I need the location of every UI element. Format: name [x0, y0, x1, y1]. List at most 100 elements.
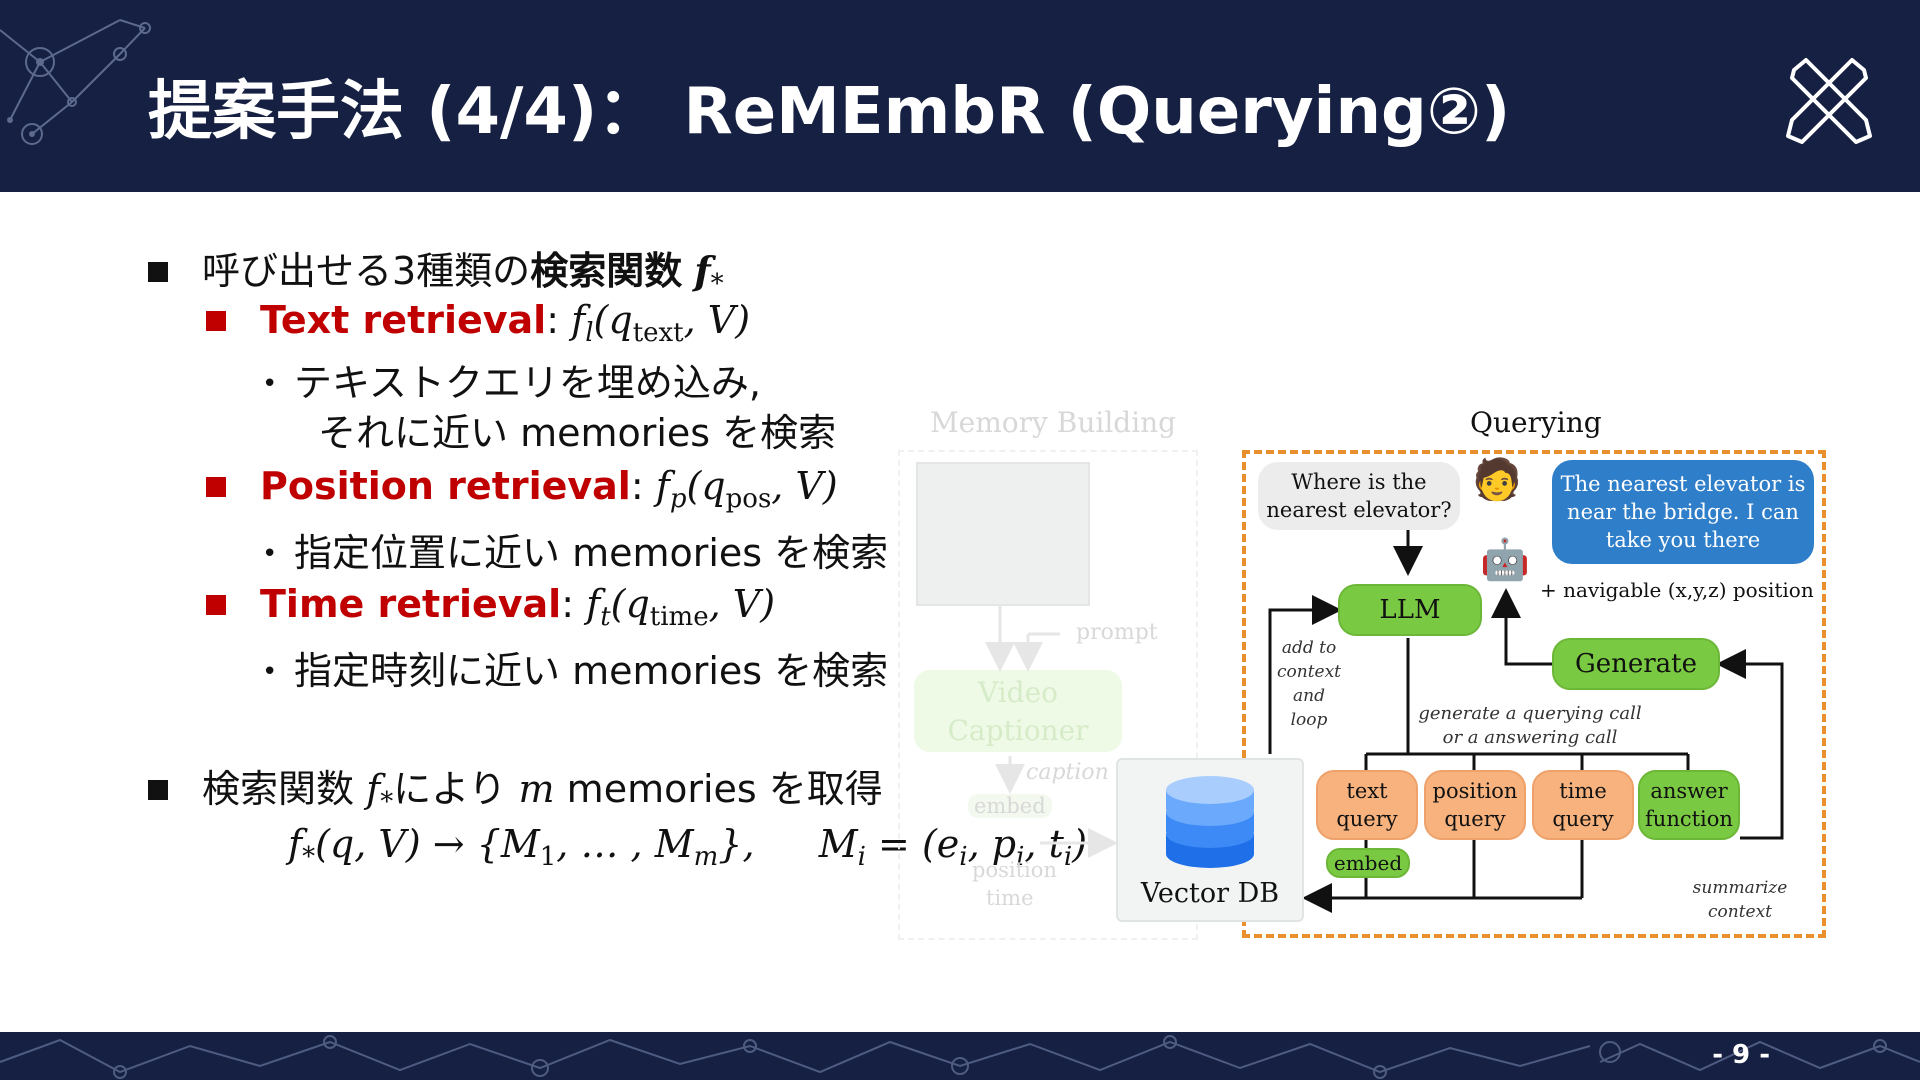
eq-sub: i: [959, 842, 968, 872]
arg-sub: text: [632, 318, 684, 348]
generate-call-label: generate a querying call or a answering …: [1400, 702, 1660, 750]
formula-f: f: [571, 298, 586, 342]
robot-emoji-icon: 🤖: [1480, 537, 1530, 583]
arg-rest: , V): [708, 582, 776, 626]
time-retrieval-item: Time retrieval: ft(qtime, V): [206, 582, 775, 632]
eq-e: = (e: [865, 822, 960, 866]
caption-label: caption: [1026, 760, 1109, 785]
math-sub: *: [380, 787, 394, 817]
network-decoration-icon: [0, 19, 151, 145]
time-ghost-label: time: [986, 886, 1034, 910]
eq-sub: *: [302, 842, 316, 872]
node-line: position: [1432, 779, 1518, 803]
detail-line: 指定時刻に近い memories を検索: [294, 649, 889, 693]
colon: :: [630, 464, 644, 508]
detail-line: 指定位置に近い memories を検索: [294, 531, 889, 575]
retrieval-label: Time retrieval: [260, 582, 562, 626]
summarize-line: context: [1707, 902, 1772, 922]
eq-sub: i: [857, 842, 866, 872]
eq-close: },: [718, 822, 755, 866]
retrieval-label: Text retrieval: [260, 298, 547, 342]
text-retrieval-detail-2: それに近い memories を検索: [318, 402, 836, 457]
person-emoji-icon: 🧑: [1472, 457, 1522, 503]
position-retrieval-detail: • 指定位置に近い memories を検索: [262, 522, 888, 577]
memory-building-title: Memory Building: [930, 406, 1177, 439]
bullet-text-post: memories を取得: [566, 767, 883, 811]
formula-f: f: [586, 582, 601, 626]
bullet-text-mid: により: [393, 767, 507, 811]
node-line: text: [1346, 779, 1388, 803]
video-captioner-box: [914, 670, 1122, 752]
formula-args: (q: [686, 464, 726, 508]
answer-bubble: The nearest elevator is near the bridge. …: [1552, 460, 1814, 564]
math-m: m: [518, 767, 555, 811]
bullet-bold-text: 検索関数: [530, 249, 683, 293]
time-retrieval-detail: •指定時刻に近い memories を検索: [262, 640, 888, 695]
database-icon: [1166, 776, 1254, 868]
text-retrieval-detail: •テキストクエリを埋め込み,: [262, 352, 761, 407]
generate-call-line-2: or a answering call: [1442, 727, 1618, 748]
position-retrieval-item: Position retrieval: fp(qpos, V): [206, 464, 838, 514]
eq-p: , p: [967, 822, 1017, 866]
prompt-label: prompt: [1076, 620, 1158, 645]
square-bullet-icon: [148, 262, 168, 282]
math-f: f: [694, 248, 711, 293]
colon: :: [561, 582, 575, 626]
bullet-text: 呼び出せる3種類の: [202, 249, 531, 293]
add-line: context: [1276, 662, 1341, 682]
answer-line-3: take you there: [1605, 528, 1761, 552]
vector-db-label: Vector DB: [1140, 878, 1280, 909]
add-to-context-label: add to context and loop: [1272, 636, 1346, 732]
add-line: add to: [1281, 638, 1337, 658]
summarize-context-label: summarize context: [1680, 876, 1800, 924]
eq-sub: m: [693, 842, 719, 872]
page-title: 提案手法 (4/4)： ReMEmbR (Querying②): [148, 75, 1511, 149]
eq-mi: M: [818, 822, 858, 866]
math-sub: *: [710, 269, 724, 299]
add-line: loop: [1290, 710, 1328, 730]
vector-db-node: Vector DB: [1116, 758, 1304, 922]
remembr-querying-diagram: Memory Building prompt Video Captioner c…: [880, 398, 1840, 958]
navigable-position-label: + navigable (x,y,z) position: [1540, 578, 1814, 602]
video-captioner-label: Video Captioner: [914, 674, 1122, 750]
node-line: query: [1552, 807, 1614, 831]
user-question-bubble: Where is the nearest elevator?: [1258, 462, 1460, 530]
formula-f: f: [655, 464, 670, 508]
answer-line-1: The nearest elevator is: [1560, 472, 1806, 496]
memory-building-panel: [898, 450, 1198, 940]
slide-footer: - 9 -: [0, 1032, 1920, 1080]
network-decoration-icon: [0, 1035, 1920, 1079]
question-line-2: nearest elevator?: [1266, 498, 1452, 522]
formula-args: (q: [593, 298, 633, 342]
square-bullet-icon: [148, 780, 168, 800]
text-retrieval-item: Text retrieval: fl(qtext, V): [206, 298, 750, 348]
eq-sub: 1: [539, 842, 557, 872]
detail-line-1: テキストクエリを埋め込み,: [294, 361, 761, 405]
formula-sub: l: [585, 318, 594, 348]
arg-sub: time: [649, 602, 709, 632]
retrieval-label: Position retrieval: [260, 464, 631, 508]
captioner-line-1: Video: [977, 676, 1059, 709]
embed-ghost-label: embed: [968, 794, 1052, 818]
cross-tools-logo-icon: [1786, 58, 1872, 144]
detail-line-2: それに近い memories を検索: [318, 411, 837, 455]
colon: :: [546, 298, 560, 342]
answer-line-2: near the bridge. I can: [1567, 500, 1799, 524]
formula-sub: p: [669, 484, 687, 514]
square-bullet-icon: [206, 595, 226, 615]
question-line-1: Where is the: [1291, 470, 1427, 494]
captioner-line-2: Captioner: [947, 714, 1089, 747]
page-number: - 9 -: [1712, 1040, 1770, 1070]
node-line: answer: [1650, 779, 1728, 803]
arg-rest: , V): [683, 298, 751, 342]
camera-frame-image: [916, 462, 1090, 606]
math-f: f: [366, 767, 381, 811]
square-bullet-icon: [206, 477, 226, 497]
eq-dots: , … , M: [556, 822, 694, 866]
dot-bullet-icon: •: [262, 539, 278, 569]
arg-rest: , V): [771, 464, 838, 508]
